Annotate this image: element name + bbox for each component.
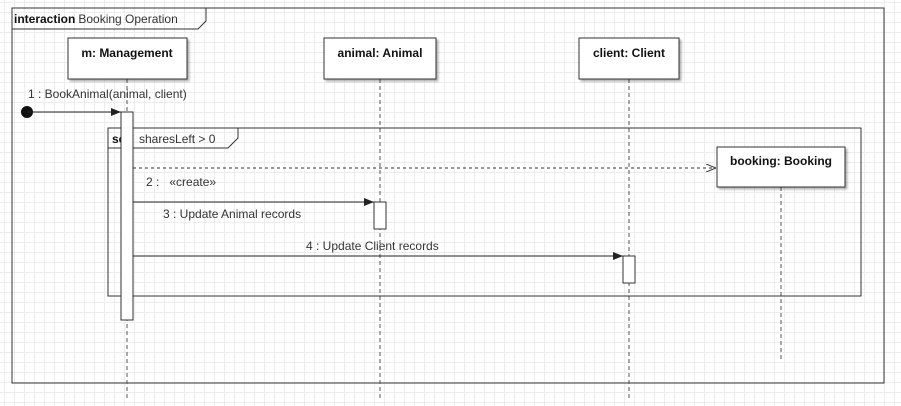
lifeline-head-client[interactable]: client: Client (578, 37, 680, 80)
lifeline-head-management[interactable]: m: Management (67, 37, 188, 80)
message-label: 1 : BookAnimal(animal, client) (28, 87, 187, 101)
message-label: 4 : Update Client records (306, 239, 439, 253)
message-1[interactable]: 1 : BookAnimal(animal, client) (21, 87, 187, 118)
lifeline-box (716, 146, 846, 188)
frame-keyword: interaction (14, 12, 75, 26)
lifeline-head-animal[interactable]: animal: Animal (323, 37, 437, 80)
fragment-border (107, 127, 862, 297)
fragment-guard: sharesLeft > 0 (139, 132, 216, 146)
lifeline-box (67, 37, 188, 80)
message-2[interactable]: 2 : «create» (133, 168, 716, 189)
fragment-tab (108, 128, 239, 149)
lifeline-head-booking[interactable]: booking: Booking (716, 146, 846, 188)
message-label: 3 : Update Animal records (163, 207, 301, 221)
frame-name: Booking Operation (78, 12, 177, 26)
lifeline-label: booking: Booking (730, 154, 832, 168)
activation-bar-client (622, 255, 636, 284)
frame-border (11, 7, 885, 384)
message-label: 2 : «create» (146, 175, 216, 189)
message-3[interactable]: 3 : Update Animal records (133, 198, 374, 221)
message-4[interactable]: 4 : Update Client records (133, 239, 623, 260)
lifeline-box (323, 37, 437, 80)
lifeline-label: animal: Animal (338, 46, 423, 60)
frame-tab (12, 8, 207, 30)
activation-bar-animal (373, 201, 387, 230)
lifeline-label: m: Management (81, 46, 172, 60)
lifeline-box (578, 37, 680, 80)
lifelines (126, 79, 782, 400)
lifeline-label: client: Client (593, 46, 665, 60)
activation-bar-management (120, 111, 134, 321)
